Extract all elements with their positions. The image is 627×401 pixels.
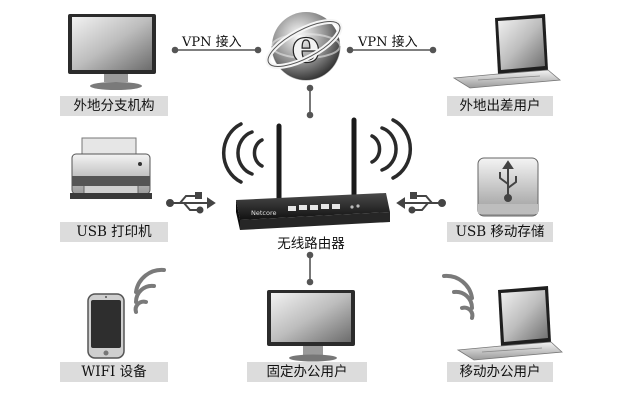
phone-wireless-waves-icon: [133, 267, 166, 314]
vpn-left-label: VPN 接入: [182, 35, 242, 50]
vpn-left-link: [171, 46, 262, 54]
router-label: 无线路由器: [277, 236, 345, 252]
laptop-wireless-waves-icon: [442, 273, 475, 320]
usb-storage-icon: [477, 157, 539, 217]
wireless-router-icon: Netcore: [236, 117, 390, 230]
branch-label: 外地分支机构: [60, 96, 168, 116]
router-fixed-link: [306, 251, 314, 286]
office-monitor-icon: [267, 290, 355, 362]
router-brand: Netcore: [251, 209, 277, 217]
router-wireless-waves-left-icon: [221, 122, 264, 184]
internet-globe-icon: e: [265, 12, 343, 81]
printer-label: USB 打印机: [60, 222, 168, 242]
usb-symbol-right-icon: [396, 192, 446, 214]
mobile-laptop-icon: [456, 286, 563, 361]
smartphone-icon: [87, 293, 125, 359]
traveler-label: 外地出差用户: [447, 96, 553, 116]
router-wireless-waves-right-icon: [370, 118, 413, 180]
fixed-label: 固定办公用户: [247, 362, 367, 382]
branch-monitor-icon: [68, 14, 156, 90]
traveler-laptop-icon: [452, 14, 562, 89]
wifi-label: WIFI 设备: [60, 362, 168, 382]
vpn-right-link: [346, 46, 437, 54]
mobile-label: 移动办公用户: [447, 362, 553, 382]
vpn-right-label: VPN 接入: [358, 35, 418, 50]
globe-router-link: [306, 84, 314, 119]
usb-symbol-left-icon: [166, 192, 216, 214]
storage-label: USB 移动存储: [447, 222, 553, 242]
printer-icon: [70, 137, 152, 199]
